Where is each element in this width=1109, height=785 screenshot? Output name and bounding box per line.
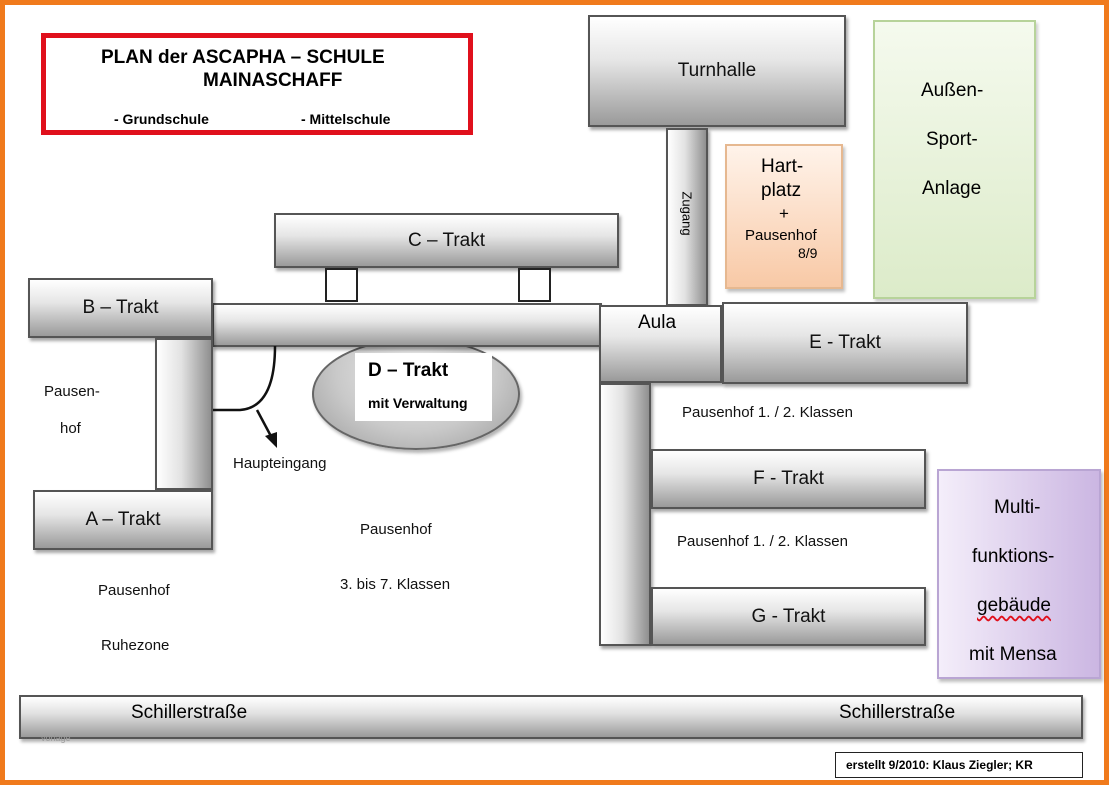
hartplatz-area: Hart- platz + Pausenhof 8/9 [725,144,843,289]
pausenhof-center-sub-label: 3. bis 7. Klassen [340,576,451,593]
f-trakt-label: F - Trakt [753,468,824,489]
sport-line-2: Sport- [926,129,978,150]
aula-label: Aula [638,312,677,333]
building-turnhalle: Turnhalle [588,15,846,127]
b-trakt-label: B – Trakt [82,297,159,318]
main-corridor [212,303,602,347]
building-g-trakt: G - Trakt [651,587,926,646]
hartplatz-line-3: + [779,204,789,223]
multi-line-4: mit Mensa [969,644,1057,665]
connector-right-vertical [599,383,651,646]
g-trakt-label: G - Trakt [751,605,826,627]
building-f-trakt: F - Trakt [651,449,926,509]
pausenhof-left-line-2: hof [60,420,81,437]
multi-line-1: Multi- [994,497,1041,518]
c-connector-left [325,268,358,302]
title-line-2: MAINASCHAFF [203,70,343,91]
street-label-left: Schillerstraße [131,702,248,723]
hartplatz-line-1: Hart- [761,156,804,177]
haupteingang-label: Haupteingang [233,455,327,472]
pausenhof-12-lower-label: Pausenhof 1. / 2. Klassen [677,533,848,550]
multi-line-2: funktions- [972,546,1055,567]
connector-left-vertical [155,338,213,490]
hartplatz-line-4: Pausenhof [745,227,817,244]
pausenhof-bottom-label: Pausenhof [98,582,170,599]
d-trakt-sub-label: mit Verwaltung [368,395,468,411]
building-c-trakt: C – Trakt [274,213,619,268]
street-label-right: Schillerstraße [839,702,956,723]
c-trakt-label: C – Trakt [407,229,486,251]
watermark-text: vorlage [41,733,71,743]
title-sub-grundschule: - Grundschule [114,111,209,127]
turnhalle-label: Turnhalle [677,60,757,81]
c-connector-right [518,268,551,302]
building-aula: Aula [599,305,722,383]
a-trakt-label: A – Trakt [85,509,161,530]
sport-line-1: Außen- [921,80,984,101]
sport-line-3: Anlage [922,178,982,199]
e-trakt-label: E - Trakt [809,332,881,353]
hartplatz-line-5: 8/9 [798,245,818,261]
d-trakt-label-box: D – Trakt mit Verwaltung [355,353,492,421]
multi-line-3: gebäude [977,595,1051,616]
zugang-label: Zugang [679,191,695,236]
building-b-trakt: B – Trakt [28,278,213,338]
multi-building: Multi- funktions- gebäude mit Mensa [937,469,1101,679]
pausenhof-12-upper-label: Pausenhof 1. / 2. Klassen [682,404,853,421]
credit-box: erstellt 9/2010: Klaus Ziegler; KR [835,752,1083,778]
street-schillerstrasse: Schillerstraße Schillerstraße vorlage [19,695,1083,743]
title-sub-mittelschule: - Mittelschule [301,111,391,127]
connector-zugang [666,128,708,306]
d-trakt-label: D – Trakt [368,360,449,381]
pausenhof-left-line-1: Pausen- [44,383,100,400]
hartplatz-line-2: platz [761,180,802,201]
pausenhof-center-label: Pausenhof [360,521,432,538]
building-a-trakt: A – Trakt [33,490,213,550]
title-box: PLAN der ASCAPHA – SCHULE MAINASCHAFF - … [41,33,473,135]
credit-label: erstellt 9/2010: Klaus Ziegler; KR [846,758,1033,772]
haupteingang-arrow [213,345,277,448]
title-line-1: PLAN der ASCAPHA – SCHULE [101,47,385,68]
sport-area: Außen- Sport- Anlage [873,20,1036,299]
building-e-trakt: E - Trakt [722,302,968,384]
ruhezone-label: Ruhezone [101,637,170,654]
